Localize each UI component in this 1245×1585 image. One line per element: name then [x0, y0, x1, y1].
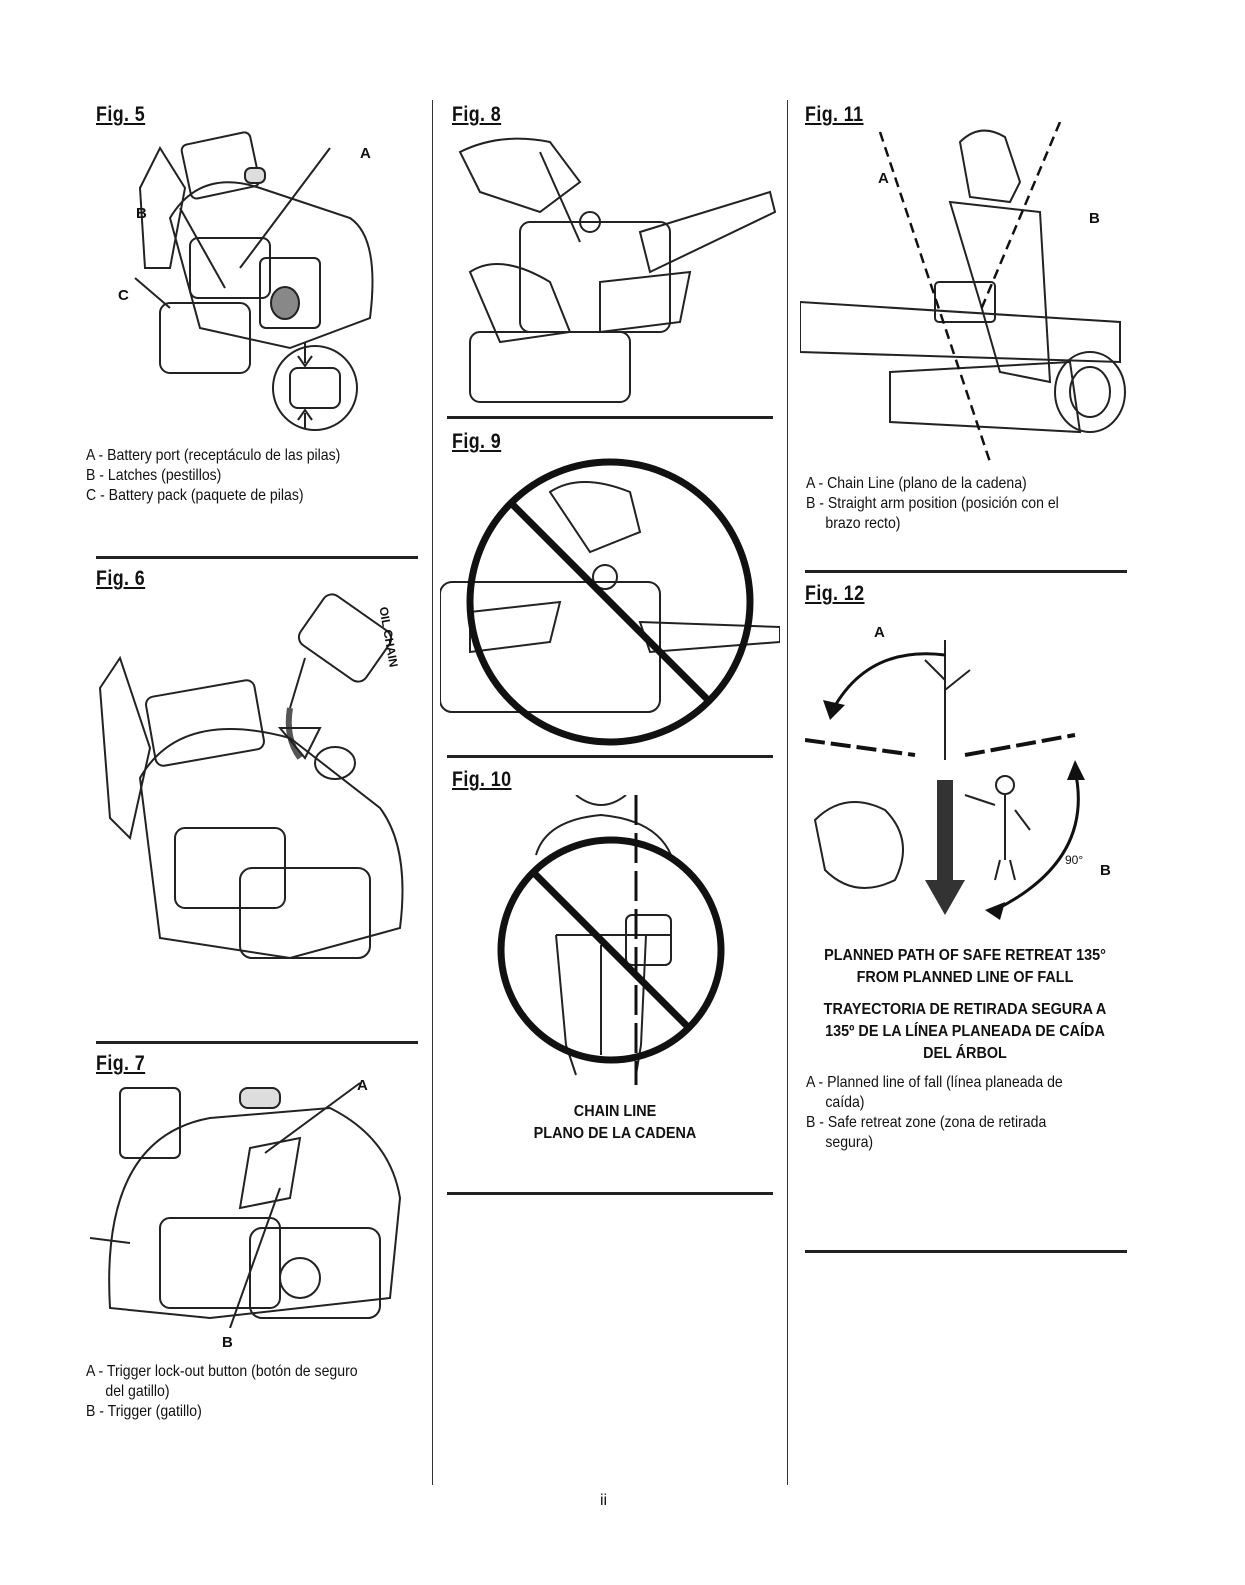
fig9-title: Fig. 9: [452, 430, 502, 453]
fig12-label-b: B: [1100, 862, 1111, 879]
fig7-illustration: [90, 1082, 402, 1328]
fig6-title: Fig. 6: [96, 567, 146, 590]
fig7-label-b: B: [222, 1334, 233, 1351]
fig12-captions: A - Planned line of fall (línea planeada…: [806, 1073, 1063, 1153]
fig11-label-a: A: [878, 170, 889, 187]
fig11-title: Fig. 11: [805, 103, 864, 126]
fig5-illustration: [134, 131, 374, 431]
fig11-caption-a: A - Chain Line (plano de la cadena): [806, 475, 1027, 492]
fig5-title: Fig. 5: [96, 103, 146, 126]
fig11-captions: A - Chain Line (plano de la cadena) B - …: [806, 474, 1059, 534]
fig5-label-c: C: [118, 287, 129, 304]
fig12-heading-en-2: FROM PLANNED LINE OF FALL: [856, 969, 1074, 986]
fig9-rule: [447, 755, 773, 758]
fig8-illustration: [458, 137, 777, 403]
fig12-caption-a: A - Planned line of fall (línea planeada…: [806, 1074, 1063, 1091]
fig7-caption-b: B - Trigger (gatillo): [86, 1403, 202, 1420]
fig12-heading-en-1: PLANNED PATH OF SAFE RETREAT 135°: [824, 947, 1106, 964]
fig5-caption-a: A - Battery port (receptáculo de las pil…: [86, 447, 341, 464]
fig12-angle: 90°: [1065, 853, 1084, 867]
fig11-caption-b: B - Straight arm position (posición con …: [806, 495, 1059, 512]
fig12-caption-b: B - Safe retreat zone (zona de retirada: [806, 1114, 1047, 1131]
fig12-caption-a-cont: caída): [825, 1094, 865, 1111]
fig8-title: Fig. 8: [452, 103, 502, 126]
fig12-heading-es-3: DEL ÁRBOL: [923, 1045, 1007, 1062]
fig10-rule: [447, 1192, 773, 1195]
fig5-label-b: B: [136, 205, 147, 222]
fig11-rule: [805, 570, 1127, 573]
fig7-label-a: A: [357, 1077, 368, 1094]
fig12-title: Fig. 12: [805, 582, 865, 605]
column-divider-left: [432, 100, 433, 1485]
fig5-rule: [96, 556, 418, 559]
fig10-illustration: [497, 795, 725, 1085]
fig12-heading-es-1: TRAYECTORIA DE RETIRADA SEGURA A: [823, 1001, 1107, 1018]
fig5-caption-c: C - Battery pack (paquete de pilas): [86, 487, 304, 504]
fig12-heading-es-2: 135º DE LA LÍNEA PLANEADA DE CAÍDA: [825, 1023, 1105, 1040]
fig8-rule: [447, 416, 773, 419]
fig12-label-a: A: [874, 624, 885, 641]
fig12-rule: [805, 1250, 1127, 1253]
fig5-label-a: A: [360, 145, 371, 162]
fig11-label-b: B: [1089, 210, 1100, 227]
fig11-illustration: [800, 122, 1126, 462]
fig10-plano-cadena: PLANO DE LA CADENA: [533, 1125, 697, 1142]
fig12-illustration: [805, 640, 1085, 920]
fig7-captions: A - Trigger lock-out button (botón de se…: [86, 1362, 358, 1422]
fig6-rule: [96, 1041, 418, 1044]
fig10-title: Fig. 10: [452, 768, 512, 791]
fig12-caption-b-cont: segura): [825, 1134, 874, 1151]
fig9-illustration: [440, 458, 780, 746]
column-divider-right: [787, 100, 788, 1485]
fig5-captions: A - Battery port (receptáculo de las pil…: [86, 446, 340, 506]
page-number: ii: [600, 1492, 608, 1509]
fig10-chain-line: CHAIN LINE: [573, 1103, 657, 1120]
fig5-caption-b: B - Latches (pestillos): [86, 467, 222, 484]
fig7-caption-a: A - Trigger lock-out button (botón de se…: [86, 1363, 358, 1380]
fig7-title: Fig. 7: [96, 1052, 146, 1075]
fig6-illustration: [98, 593, 404, 960]
fig7-caption-a-cont: del gatillo): [105, 1383, 170, 1400]
fig11-caption-b-cont: brazo recto): [825, 515, 901, 532]
